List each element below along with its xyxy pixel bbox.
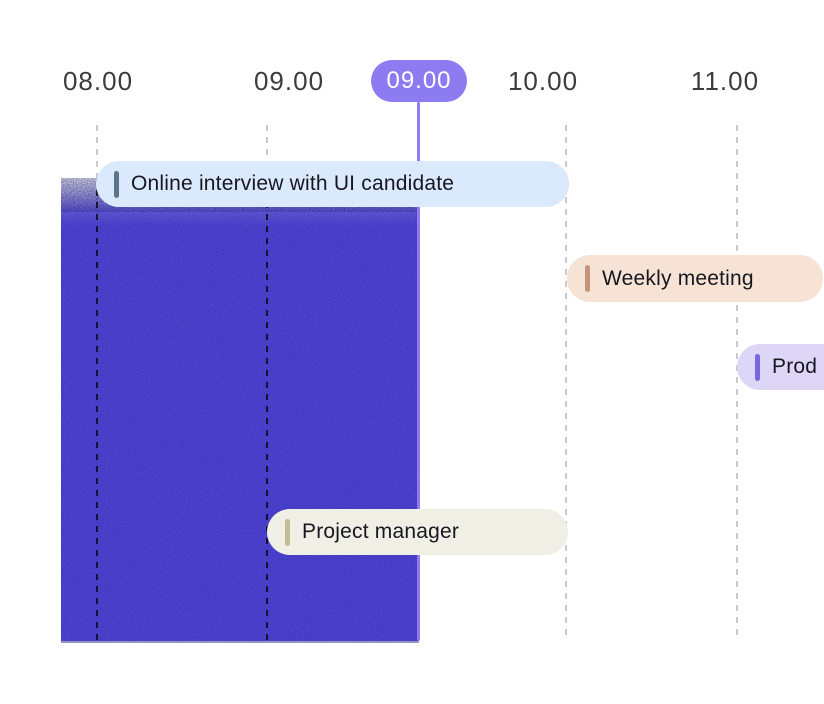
event-title: Prod (772, 355, 818, 378)
event-start-guideline (736, 125, 738, 641)
current-time-line (417, 102, 420, 641)
event-accent-bar (585, 265, 590, 292)
event-card-online-interview[interactable]: Online interview with UI candidate (96, 161, 569, 207)
event-accent-bar (114, 170, 119, 198)
event-card-prod[interactable]: Prod (737, 344, 824, 390)
event-title: Project manager (302, 520, 460, 543)
time-label-0800: 08.00 (62, 66, 134, 96)
time-label-1000: 10.00 (507, 66, 579, 96)
time-label-1100: 11.00 (690, 66, 760, 96)
event-title: Online interview with UI candidate (131, 172, 455, 195)
event-card-project-manager[interactable]: Project manager (267, 509, 568, 555)
event-accent-bar (755, 353, 760, 381)
event-card-weekly-meeting[interactable]: Weekly meeting (567, 255, 823, 302)
event-boundary-dash (96, 190, 98, 641)
event-start-guideline (565, 125, 567, 641)
time-label-0900: 09.00 (253, 66, 325, 96)
event-boundary-dash (266, 190, 268, 641)
event-title: Weekly meeting (602, 266, 754, 290)
event-accent-bar (285, 518, 290, 546)
event-block[interactable] (61, 178, 419, 643)
noise-texture (61, 178, 419, 641)
current-time-pill: 09.00 (371, 60, 467, 102)
